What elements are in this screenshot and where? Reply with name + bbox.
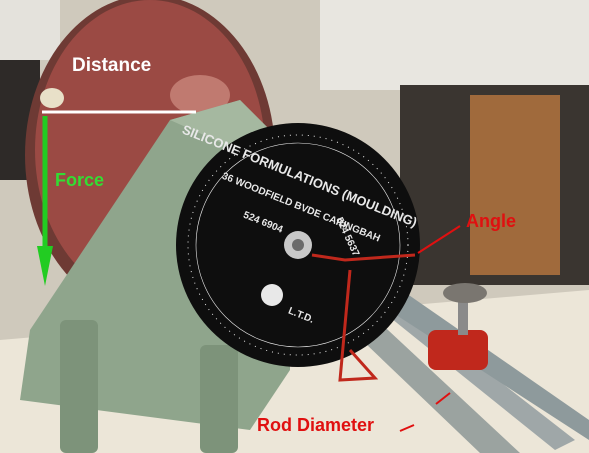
rod-arrow-right: [435, 392, 451, 405]
force-arrow-head: [37, 246, 53, 286]
dial-logo: [261, 284, 283, 306]
angle-arrow: [417, 225, 461, 254]
rod-arrow-left: [399, 424, 415, 432]
rod-diameter-label: Rod Diameter: [257, 415, 375, 435]
dial-ticks: [187, 134, 409, 356]
angle-label: Angle: [466, 211, 517, 231]
dial-center-hole: [292, 239, 304, 251]
window-light: [320, 0, 589, 90]
pointer-bracket: [338, 269, 379, 382]
rod-clamp: [428, 330, 488, 370]
drum-hub: [170, 75, 230, 115]
clamp-thumbscrew: [443, 283, 487, 303]
window-light-left: [0, 0, 60, 60]
frame-leg-right: [200, 345, 238, 453]
pin-head: [40, 88, 64, 108]
angle-pointer-wire: [311, 253, 416, 262]
dial-inner-ring: [195, 142, 401, 348]
chair-wood: [470, 95, 560, 275]
distance-label: Distance: [72, 55, 152, 76]
force-label: Force: [55, 170, 105, 190]
frame-leg-left: [60, 320, 98, 453]
clamp-screw: [458, 295, 468, 335]
